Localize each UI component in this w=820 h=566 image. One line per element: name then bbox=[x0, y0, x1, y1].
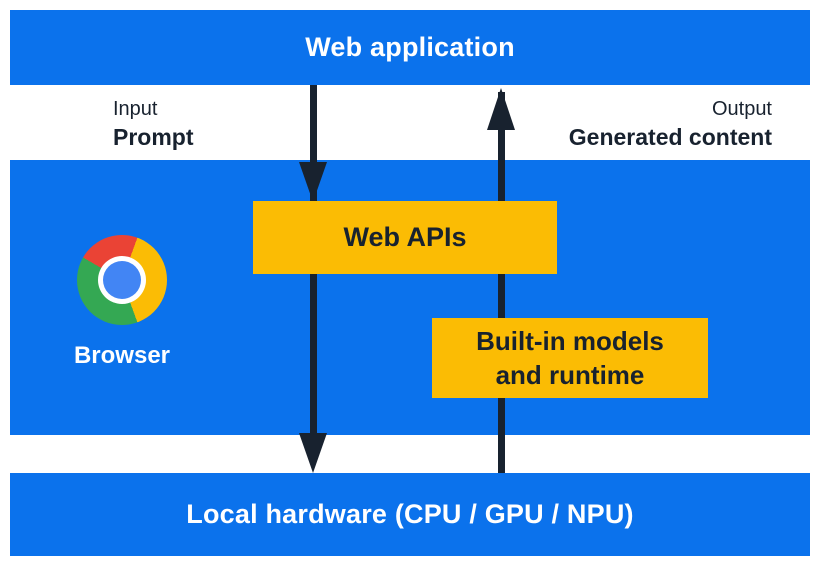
arrowhead-up-icon bbox=[487, 88, 515, 130]
browser-label: Browser bbox=[73, 342, 171, 369]
output-caption: Output bbox=[711, 98, 772, 120]
web-apis-box: Web APIs bbox=[253, 201, 557, 274]
up-arrow-line bbox=[498, 92, 505, 473]
arrowhead-down-icon bbox=[299, 433, 327, 473]
chrome-browser-icon bbox=[77, 235, 167, 325]
web-application-bar: Web application bbox=[10, 10, 810, 85]
builtin-models-box: Built-in models and runtime bbox=[432, 318, 708, 398]
input-caption: Input bbox=[113, 98, 158, 120]
input-annotation: Input Prompt bbox=[113, 96, 194, 152]
output-value-label: Generated content bbox=[568, 124, 772, 150]
builtin-models-label-line1: Built-in models bbox=[476, 326, 664, 356]
chrome-icon-blue-center bbox=[103, 261, 141, 299]
local-hardware-label: Local hardware (CPU / GPU / NPU) bbox=[186, 499, 634, 529]
arrowhead-down-icon bbox=[299, 162, 327, 202]
web-apis-label: Web APIs bbox=[343, 222, 467, 252]
builtin-models-label-line2: and runtime bbox=[495, 360, 645, 390]
output-annotation: Output Generated content bbox=[569, 96, 772, 152]
web-application-label: Web application bbox=[305, 32, 515, 62]
input-value-label: Prompt bbox=[113, 124, 194, 150]
local-hardware-bar: Local hardware (CPU / GPU / NPU) bbox=[10, 473, 810, 556]
